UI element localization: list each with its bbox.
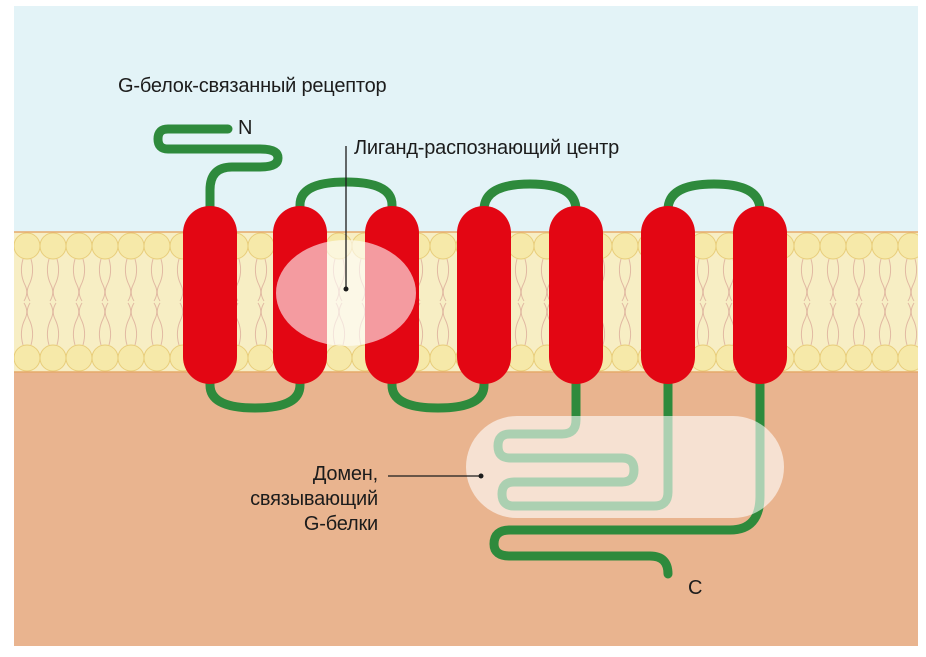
cytoplasm-region [14, 370, 918, 646]
helix-5 [549, 206, 603, 384]
helix-1 [183, 206, 237, 384]
gprotein-domain-label-line-1: Домен, [313, 463, 378, 485]
helix-4 [457, 206, 511, 384]
gprotein-binding-domain-highlight [466, 416, 784, 518]
gprotein-domain-label: Домен, связывающий G-белки [230, 462, 378, 537]
extracellular-region [14, 6, 918, 232]
n-terminus-label: N [238, 116, 252, 141]
helix-7 [733, 206, 787, 384]
c-terminus-label: C [688, 576, 702, 601]
gprotein-domain-pointer-dot [479, 474, 484, 479]
diagram-title: G-белок-связанный рецептор [118, 74, 386, 99]
gprotein-domain-label-line-2: связывающий [250, 488, 378, 510]
helix-6 [641, 206, 695, 384]
ligand-site-label: Лиганд-распознающий центр [354, 136, 619, 161]
ligand-site-pointer-dot [344, 287, 349, 292]
gprotein-domain-label-line-3: G-белки [304, 513, 378, 535]
